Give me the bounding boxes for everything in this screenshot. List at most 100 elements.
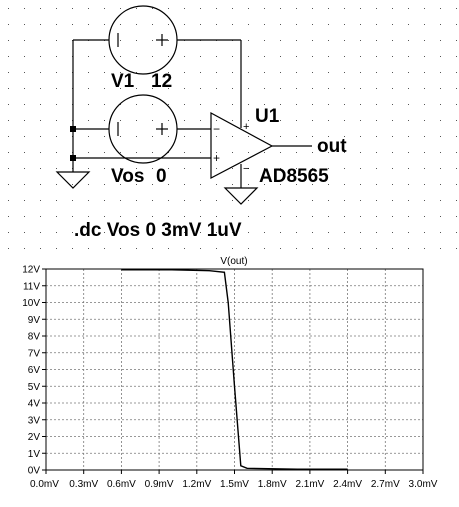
y-tick-label: 0V	[28, 466, 41, 477]
grid-dot	[232, 72, 233, 73]
grid-dot	[8, 24, 9, 25]
grid-dot	[264, 136, 265, 137]
grid-dot	[296, 8, 297, 9]
grid-dot	[184, 56, 185, 57]
grid-dot	[424, 232, 425, 233]
grid-dot	[424, 120, 425, 121]
grid-dot	[40, 24, 41, 25]
grid-dot	[296, 152, 297, 153]
grid-dot	[56, 232, 57, 233]
grid-dot	[360, 152, 361, 153]
ground-symbol	[223, 187, 259, 205]
grid-dot	[328, 72, 329, 73]
grid-dot	[264, 24, 265, 25]
grid-dot	[408, 56, 409, 57]
grid-dot	[200, 232, 201, 233]
grid-dot	[120, 72, 121, 73]
grid-dot	[296, 248, 297, 249]
grid-dot	[120, 168, 121, 169]
grid-dot	[104, 56, 105, 57]
grid-dot	[200, 8, 201, 9]
grid-dot	[248, 248, 249, 249]
grid-dot	[360, 72, 361, 73]
grid-dot	[152, 216, 153, 217]
grid-dot	[40, 72, 41, 73]
grid-dot	[376, 136, 377, 137]
grid-dot	[136, 120, 137, 121]
grid-dot	[216, 200, 217, 201]
grid-dot	[104, 248, 105, 249]
grid-dot	[120, 120, 121, 121]
grid-dot	[24, 56, 25, 57]
grid-dot	[248, 136, 249, 137]
grid-dot	[56, 120, 57, 121]
grid-dot	[440, 184, 441, 185]
grid-dot	[328, 56, 329, 57]
grid-dot	[184, 104, 185, 105]
grid-dot	[376, 40, 377, 41]
grid-dot	[328, 232, 329, 233]
vos-source-symbol	[108, 94, 178, 164]
grid-dot	[280, 184, 281, 185]
grid-dot	[328, 104, 329, 105]
grid-dot	[408, 88, 409, 89]
grid-dot	[296, 232, 297, 233]
grid-dot	[232, 88, 233, 89]
grid-dot	[136, 168, 137, 169]
schematic: − + + − V1 12 U1 out Vos 0 AD8565 .dc Vo…	[8, 5, 457, 249]
grid-dot	[168, 200, 169, 201]
grid-dot	[424, 88, 425, 89]
grid-dot	[104, 184, 105, 185]
grid-dot	[168, 152, 169, 153]
grid-dot	[8, 56, 9, 57]
grid-dot	[248, 200, 249, 201]
grid-dot	[24, 24, 25, 25]
grid-dot	[424, 200, 425, 201]
grid-dot	[360, 168, 361, 169]
grid-dot	[216, 88, 217, 89]
grid-dot	[184, 88, 185, 89]
grid-dot	[24, 8, 25, 9]
grid-dot	[248, 168, 249, 169]
grid-dot	[168, 8, 169, 9]
grid-dot	[312, 8, 313, 9]
y-tick-label: 1V	[28, 449, 41, 460]
grid-dot	[168, 56, 169, 57]
grid-dot	[216, 168, 217, 169]
x-tick-label: 1.8mV	[258, 479, 287, 490]
grid-dot	[232, 216, 233, 217]
grid-dot	[232, 168, 233, 169]
y-tick-label: 2V	[28, 432, 41, 443]
opamp-supply-plus-sign: +	[243, 121, 249, 133]
grid-dot	[120, 200, 121, 201]
grid-dot	[248, 184, 249, 185]
grid-dot	[216, 24, 217, 25]
grid-dot	[24, 72, 25, 73]
grid-dot	[440, 88, 441, 89]
grid-dot	[456, 216, 457, 217]
grid-dot	[360, 88, 361, 89]
grid-dot	[24, 184, 25, 185]
y-tick-label: 8V	[28, 332, 41, 343]
grid-dot	[184, 216, 185, 217]
grid-dot	[312, 232, 313, 233]
grid-dot	[168, 168, 169, 169]
grid-dot	[392, 72, 393, 73]
x-tick-label: 0.3mV	[69, 479, 98, 490]
grid-dot	[56, 152, 57, 153]
grid-dot	[104, 232, 105, 233]
grid-dot	[248, 72, 249, 73]
v1-name-label: V1	[111, 71, 135, 92]
grid-dot	[328, 152, 329, 153]
grid-dot	[152, 184, 153, 185]
y-tick-label: 7V	[28, 348, 41, 359]
grid-dot	[376, 8, 377, 9]
grid-dot	[264, 184, 265, 185]
grid-dot	[40, 40, 41, 41]
grid-dot	[8, 120, 9, 121]
grid-dot	[56, 24, 57, 25]
grid-dot	[152, 200, 153, 201]
grid-dot	[248, 104, 249, 105]
ground-symbol	[55, 171, 91, 189]
